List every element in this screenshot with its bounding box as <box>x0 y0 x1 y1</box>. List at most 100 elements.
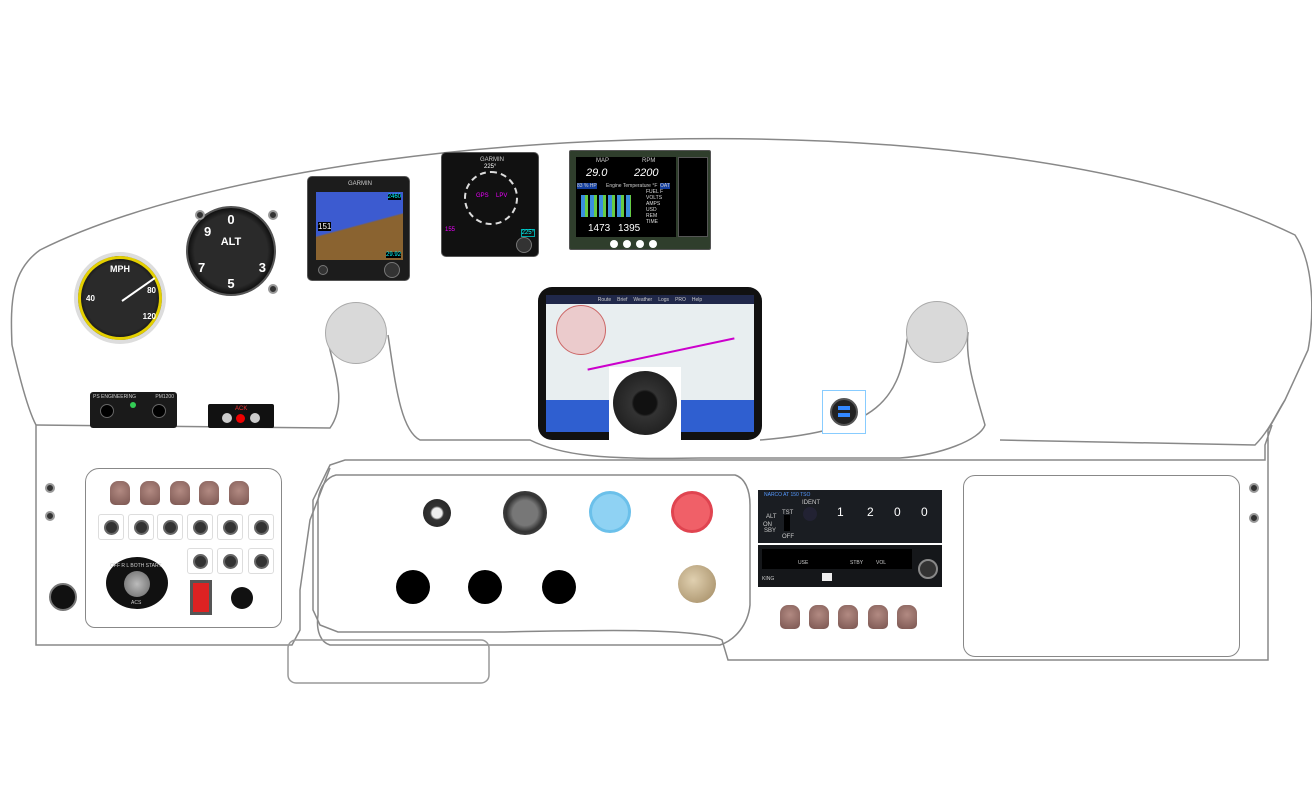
master-rocker-switch[interactable] <box>190 580 212 615</box>
ems-map-label: MAP <box>596 158 610 164</box>
efb-menu-help[interactable]: Help <box>691 296 703 303</box>
intercom-model: PM1200 <box>155 394 174 400</box>
toggle-switch[interactable] <box>217 548 243 574</box>
screw <box>1249 483 1259 493</box>
radio-stby: STBY <box>850 560 864 566</box>
mode-sby: SBY <box>764 528 777 534</box>
circuit-breaker[interactable] <box>110 481 130 505</box>
ems-map-value: 29.0 <box>586 167 608 179</box>
circuit-breaker[interactable] <box>868 605 888 629</box>
ems-button[interactable] <box>610 240 618 248</box>
hsi-knob[interactable] <box>516 237 532 253</box>
trackball[interactable] <box>609 367 681 440</box>
black-knob[interactable] <box>542 570 576 604</box>
small-push-button[interactable] <box>423 499 451 527</box>
pfd-altitude: 2460 <box>387 194 401 200</box>
altimeter-digit: 0 <box>227 212 235 227</box>
circuit-breaker[interactable] <box>809 605 829 629</box>
intercom-brand: PS ENGINEERING <box>93 394 137 400</box>
efb-menu-route[interactable]: Route <box>597 296 612 303</box>
power-outlet[interactable] <box>49 583 77 611</box>
efb-menu-brief[interactable]: Brief <box>617 296 628 303</box>
hsi-mode: GPS <box>476 193 489 199</box>
intercom-pilot-knob[interactable] <box>100 404 114 418</box>
efb-menu-weather[interactable]: Weather <box>633 296 653 303</box>
pfd-brand: GARMIN <box>348 181 372 187</box>
hsi-brand: GARMIN <box>480 157 504 163</box>
yoke-left <box>325 302 387 364</box>
ident-button[interactable] <box>803 507 817 521</box>
circuit-breaker[interactable] <box>897 605 917 629</box>
hsi-approach: LPV <box>496 193 508 199</box>
ems-amps-label: AMPS <box>646 201 661 207</box>
toggle-switch[interactable] <box>248 548 274 574</box>
altimeter-label: ALT <box>220 236 242 248</box>
toggle-switch[interactable] <box>128 514 154 540</box>
ems-oat: OAT <box>660 183 670 189</box>
pfd-power-button[interactable] <box>318 265 328 275</box>
route-line <box>587 337 735 371</box>
pfd-knob[interactable] <box>384 262 400 278</box>
intercom-power-led <box>130 402 136 408</box>
egt-cht-bars <box>581 195 631 217</box>
throttle-knob[interactable] <box>678 565 716 603</box>
ack-right-switch[interactable] <box>250 413 260 423</box>
ems-right-total: 1395 <box>618 223 641 234</box>
ems-button[interactable] <box>636 240 644 248</box>
circuit-breaker[interactable] <box>838 605 858 629</box>
toggle-switch[interactable] <box>98 514 124 540</box>
usb-charger[interactable] <box>822 390 866 434</box>
ack-button[interactable] <box>236 414 245 423</box>
radio-tuning-knob[interactable] <box>918 559 938 579</box>
mode-selector[interactable] <box>784 515 790 531</box>
ems-remaining-label: REM <box>646 213 658 219</box>
hsi-course: 225° <box>520 229 535 237</box>
gray-push-button[interactable] <box>503 491 547 535</box>
efb-menu-logs[interactable]: Logs <box>658 296 670 303</box>
ack-panel: ACK <box>208 404 274 428</box>
toggle-switch[interactable] <box>248 514 274 540</box>
black-knob[interactable] <box>396 570 430 604</box>
ack-left-switch[interactable] <box>222 413 232 423</box>
mode-off: OFF <box>782 534 794 540</box>
radio-vol: VOL <box>876 560 887 566</box>
code-digit: 0 <box>921 505 928 519</box>
circuit-breaker[interactable] <box>140 481 160 505</box>
ems-temp-title: Engine Temperature °F <box>606 183 658 189</box>
toggle-switch[interactable] <box>157 514 183 540</box>
mode-tst: TST <box>782 510 794 516</box>
toggle-switch[interactable] <box>187 548 213 574</box>
pfd-baro: 29.92 <box>385 252 401 258</box>
toggle-switch[interactable] <box>187 514 213 540</box>
ems-button[interactable] <box>649 240 657 248</box>
switch-subpanel: OFF R L BOTH START ACS <box>85 468 282 628</box>
efb-menu-pro[interactable]: PRO <box>675 296 686 303</box>
transponder: NARCO AT 150 TSO TST ALT ON SBY OFF IDEN… <box>758 490 942 543</box>
toggle-switch[interactable] <box>217 514 243 540</box>
dimmer-knob[interactable] <box>231 587 253 609</box>
ignition-switch[interactable]: OFF R L BOTH START ACS <box>106 557 168 609</box>
circuit-breaker[interactable] <box>780 605 800 629</box>
ignition-sub: ACS <box>131 600 142 606</box>
intercom: PS ENGINEERING PM1200 <box>90 392 177 428</box>
radio-transfer-button[interactable] <box>822 573 832 581</box>
code-digit: 2 <box>867 505 874 519</box>
screw <box>45 483 55 493</box>
screw <box>1249 513 1259 523</box>
mode-alt: ALT <box>766 514 777 520</box>
circuit-breaker[interactable] <box>229 481 249 505</box>
red-push-button[interactable] <box>671 491 713 533</box>
nav-com-radio: USE STBY VOL KING <box>758 545 942 587</box>
altimeter-digit: 3 <box>258 260 266 275</box>
circuit-breaker[interactable] <box>170 481 190 505</box>
black-knob[interactable] <box>468 570 502 604</box>
blank-panel <box>963 475 1240 657</box>
ems-button[interactable] <box>623 240 631 248</box>
transponder-brand: NARCO AT 150 TSO <box>764 492 811 498</box>
blue-push-button[interactable] <box>589 491 631 533</box>
screw <box>45 511 55 521</box>
intercom-copilot-knob[interactable] <box>152 404 166 418</box>
circuit-breaker[interactable] <box>199 481 219 505</box>
airspeed-tick: 40 <box>86 294 95 303</box>
